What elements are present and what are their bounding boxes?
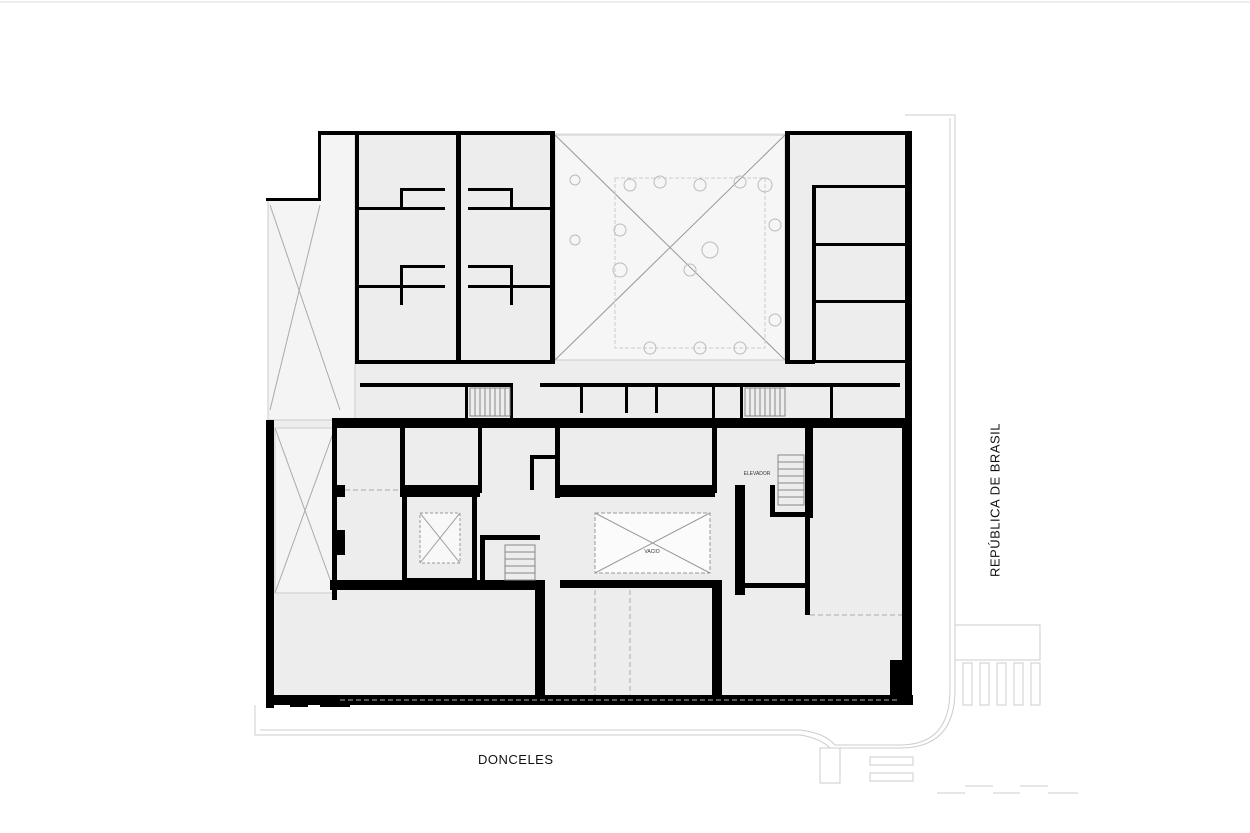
atrium xyxy=(419,512,461,564)
courtyard xyxy=(554,134,786,361)
elevador-label: ELEVADOR xyxy=(744,471,771,477)
street-sidewalks xyxy=(254,114,1078,794)
dashed-openings xyxy=(340,489,902,701)
street-label-republica-de-brasil: REPÚBLICA DE BRASIL xyxy=(987,423,1003,577)
street-label-donceles: DONCELES xyxy=(478,752,554,767)
vacio-void: VACIO xyxy=(594,512,711,574)
stairs xyxy=(469,387,805,581)
vacio-label: VACIO xyxy=(644,549,659,555)
side-garden xyxy=(267,132,356,594)
garden-plants xyxy=(569,174,782,355)
